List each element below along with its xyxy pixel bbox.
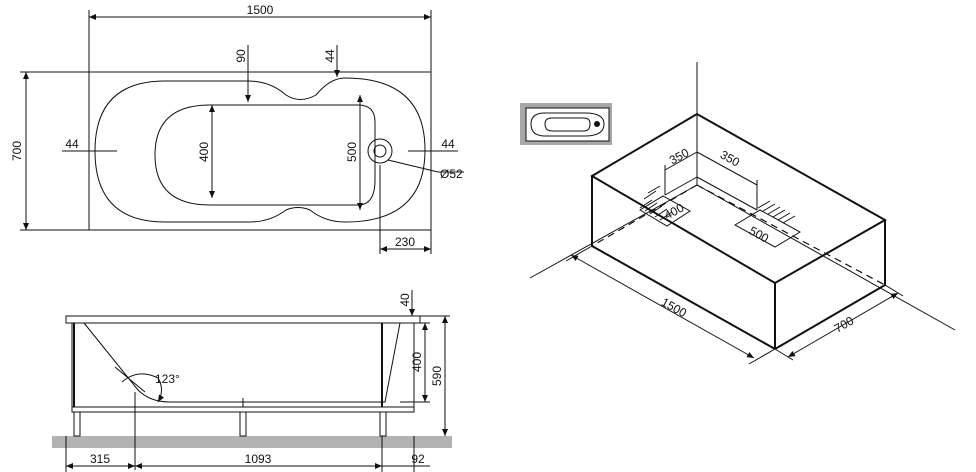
leg-3 (379, 411, 387, 437)
tub-outer-basin (94, 77, 426, 223)
leg-2 (239, 411, 247, 437)
thumbnail-drain (594, 121, 600, 127)
iso-dim-a: 350 (667, 145, 692, 167)
tub-rim (65, 315, 421, 324)
dim-right-offset: 92 (411, 452, 425, 466)
side-view: 123° 40 400 590 315 1093 92 (52, 290, 452, 472)
tub-profile (83, 322, 401, 403)
tub-thumbnail (520, 103, 612, 145)
frame-rail (71, 406, 415, 413)
floor (52, 436, 452, 448)
tub-inner-basin (154, 104, 376, 206)
dim-total-height: 590 (430, 366, 444, 386)
dim-rim-right: 44 (441, 137, 455, 151)
dim-left-offset: 315 (90, 452, 110, 466)
top-view: 1500 700 90 44 44 44 400 500 Ø52 230 (10, 3, 464, 254)
dim-rim-top-right: 44 (323, 49, 337, 63)
leg-1 (73, 411, 81, 437)
dim-drain-diameter: Ø52 (440, 167, 463, 181)
dim-length: 1500 (247, 3, 274, 17)
dim-rim-left: 44 (65, 137, 79, 151)
dim-rim-top: 90 (234, 49, 248, 63)
dim-width: 700 (10, 141, 24, 161)
iso-dim-d: 500 (747, 224, 772, 246)
box-top (590, 112, 888, 285)
drain-inner (373, 144, 387, 158)
dim-depth: 400 (410, 352, 424, 372)
dim-inner-left: 400 (197, 142, 211, 162)
iso-dim-b: 350 (718, 148, 743, 170)
dim-inner-right: 500 (345, 142, 359, 162)
dim-bottom-length: 1093 (245, 452, 272, 466)
dim-rim-height: 40 (398, 293, 412, 307)
dim-angle: 123° (155, 372, 180, 386)
iso-dim-width: 700 (832, 313, 857, 335)
drain-outer (367, 138, 393, 164)
dim-drain-offset: 230 (395, 235, 415, 249)
hatch-right (733, 200, 802, 248)
hatch-left (639, 185, 691, 227)
